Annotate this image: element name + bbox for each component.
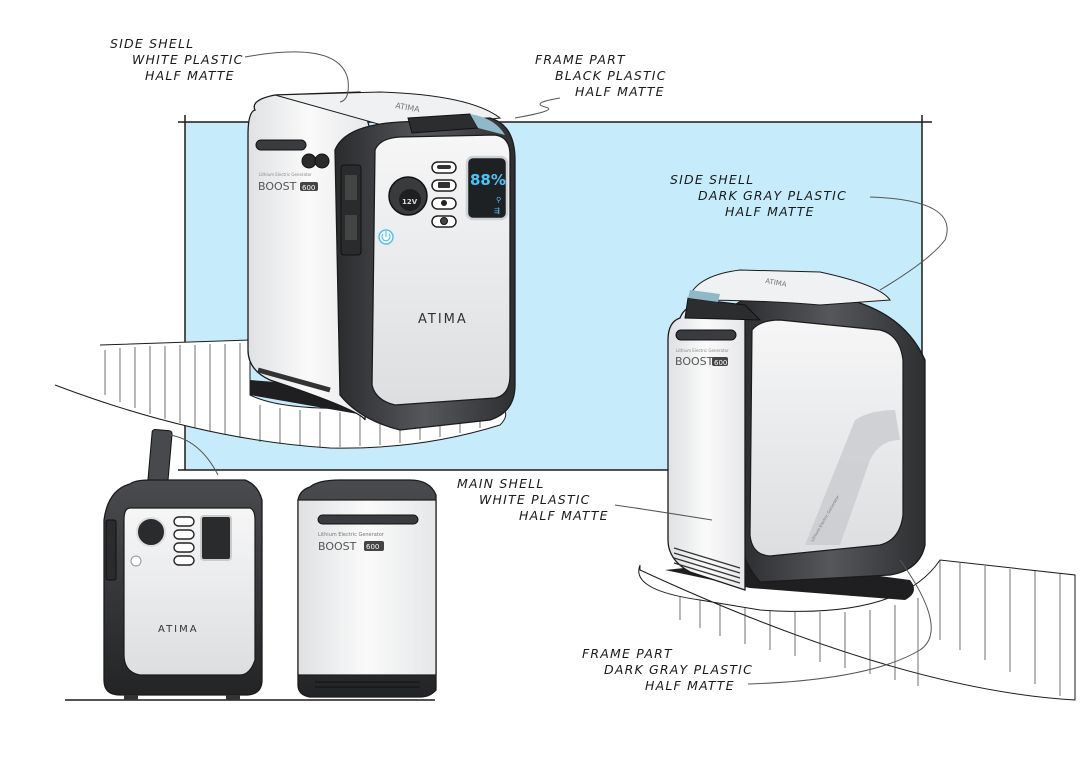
top-logo-back: ATIMA [765, 277, 788, 289]
front-logo-ortho: ATIMA [158, 624, 199, 635]
annotation-main-shell-white: MAIN SHELL WHITE PLASTIC HALF MATTE [457, 476, 609, 523]
callout-leader-lines [169, 51, 948, 685]
side-product-line-ortho: BOOST [318, 540, 357, 553]
display-ortho [200, 515, 232, 561]
wifi-icon: ⚲ [496, 196, 501, 204]
back-model-badge: 600 [714, 359, 727, 367]
car-socket-12v: 12V [388, 176, 428, 216]
device-orthographic-side: Lithium Electric Generator BOOST 600 [297, 479, 437, 698]
device-orthographic-front: ATIMA [103, 428, 263, 700]
floor-plane-right [638, 559, 1076, 701]
top-logo: ATIMA [395, 101, 421, 114]
side-model-badge-ortho: 600 [366, 543, 379, 551]
side-product-line: BOOST [258, 180, 297, 193]
battery-percent: 88% [470, 171, 506, 189]
usb-icon: ⇶ [494, 207, 500, 215]
back-subtitle: Lithium Electric Generator [676, 348, 729, 353]
annotation-frame-part-dark-gray: FRAME PART DARK GRAY PLASTIC HALF MATTE [582, 646, 754, 693]
annotation-side-shell-dark-gray: SIDE SHELL DARK GRAY PLASTIC HALF MATTE [670, 172, 848, 219]
device-perspective-back: ATIMA Lithium Electric Generator Lithium… [665, 269, 926, 600]
battery-display: 88% ⚲ ⇶ [465, 155, 509, 221]
annotation-frame-part-black: FRAME PART BLACK PLASTIC HALF MATTE [535, 52, 667, 99]
device-perspective-front: ATIMA Lithium Electric Generator BOOST 6… [247, 91, 516, 431]
side-model-badge: 600 [302, 184, 315, 192]
usb-ports [431, 161, 457, 228]
side-subtitle-ortho: Lithium Electric Generator [318, 532, 385, 538]
svg-text:12V: 12V [402, 198, 418, 206]
annotation-side-shell-white: SIDE SHELL WHITE PLASTIC HALF MATTE [110, 36, 244, 83]
back-product-line: BOOST [675, 355, 714, 368]
side-subtitle: Lithium Electric Generator [259, 172, 312, 177]
front-logo: ATIMA [418, 312, 468, 327]
carry-handle [147, 428, 173, 487]
